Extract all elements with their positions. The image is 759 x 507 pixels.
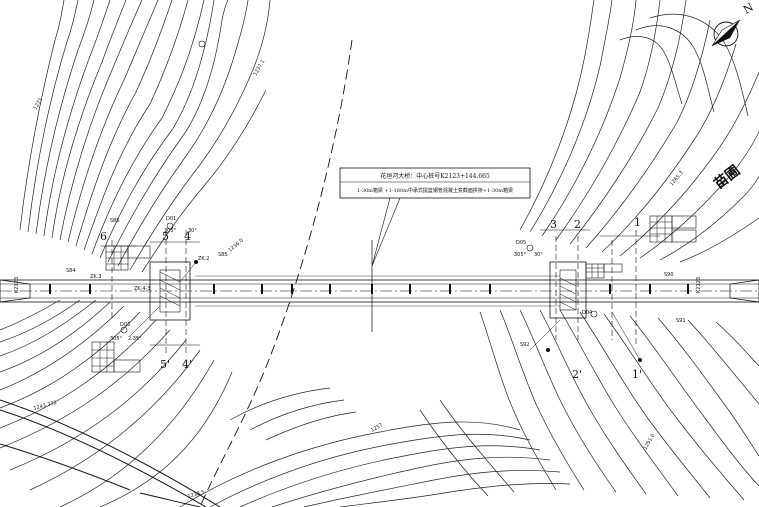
- north-arrow: [711, 19, 741, 47]
- label-angle-30-right: 30°: [534, 252, 543, 258]
- label-angle-305-left: 305°: [164, 228, 177, 234]
- label-s91: S91: [676, 318, 686, 324]
- label-d03: D03: [120, 322, 130, 328]
- label-s85: S85: [218, 252, 228, 258]
- title-callout: [339, 167, 531, 267]
- label-zk3: ZK.3: [90, 274, 101, 280]
- left-upper-contours: [19, 0, 271, 273]
- title-line-1: 花垣河大桥：中心桩号K2123+144.665: [380, 172, 490, 180]
- section-mark-4: 4: [184, 230, 191, 243]
- roads: [0, 39, 353, 507]
- section-mark-2: 2: [574, 218, 581, 231]
- label-s86: S86: [110, 218, 120, 224]
- leader-lines: [129, 261, 641, 361]
- label-s84: S84: [66, 268, 76, 274]
- section-mark-6: 6: [100, 230, 107, 243]
- label-angle-235: 2.35°: [128, 336, 142, 342]
- section-mark-1-prime: 1': [632, 368, 642, 381]
- section-mark-5-prime: 5': [160, 358, 170, 371]
- label-zk4: ZK.4-3: [134, 286, 150, 292]
- north-label: N: [741, 0, 756, 16]
- bottom-contours: [179, 387, 571, 507]
- label-s90: S90: [664, 272, 674, 278]
- left-lower-contours: [0, 299, 233, 507]
- right-contours: [519, 0, 759, 263]
- left-abutment: [100, 230, 200, 355]
- label-angle-305-lower: 305°: [110, 336, 123, 342]
- title-line-2: 1-30m箱梁 +1-180m中承式提篮钢管混凝土变截面拱桥+1-30m箱梁: [357, 187, 513, 194]
- deck-tick-marks: [49, 284, 689, 294]
- elevation-1257: 1257: [370, 422, 384, 434]
- elevation-1236: 1236.0: [227, 238, 244, 254]
- right-legend-boxes: [585, 215, 697, 279]
- elevation-1251: 1251.0: [643, 433, 657, 451]
- left-legend-boxes: [91, 245, 151, 373]
- right-abutment: [540, 229, 660, 345]
- bridge-deck: [0, 240, 759, 332]
- elevation-1243: 1243.372: [33, 400, 58, 412]
- section-mark-5: 5: [162, 230, 169, 243]
- borehole-symbols: [120, 40, 642, 362]
- label-angle-30-left: 30°: [188, 228, 197, 234]
- section-mark-1: 1: [634, 216, 641, 229]
- label-d01: D01: [166, 216, 176, 222]
- label-zk2: ZK.2: [198, 256, 209, 262]
- section-mark-4-prime: 4': [182, 358, 192, 371]
- right-lower-contours: [419, 309, 759, 501]
- section-mark-2-prime: 2': [572, 368, 582, 381]
- elevation-1237: 1237.1: [253, 59, 267, 77]
- label-d04: D04: [582, 310, 592, 316]
- chainage-right: K2123: [696, 277, 702, 293]
- chainage-left: K2123: [14, 277, 20, 293]
- label-angle-305-right: 305°: [514, 252, 527, 258]
- label-d05: D05: [516, 240, 526, 246]
- section-mark-3: 3: [550, 218, 557, 231]
- place-name: 苗圃: [711, 162, 744, 193]
- elevation-1238: 1238.5: [187, 490, 205, 500]
- elevation-1271: 1271: [33, 97, 45, 111]
- label-s92: S92: [520, 342, 530, 348]
